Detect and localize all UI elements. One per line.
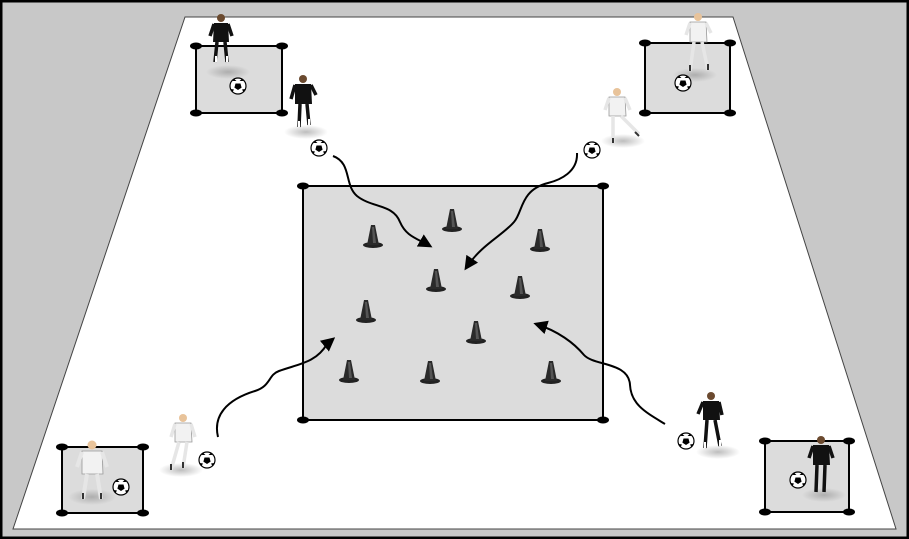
- ball: [583, 141, 601, 159]
- player-light-top-right-box: [684, 13, 713, 72]
- dribble-arrow-bottom-right: [533, 320, 666, 425]
- ball: [789, 471, 807, 489]
- ball: [677, 432, 695, 450]
- ball: [229, 77, 247, 95]
- player-dark-top-left-dribbling: [289, 75, 318, 128]
- bottom-right-box: [759, 437, 855, 516]
- player-dark-top-left-box: [208, 14, 234, 63]
- player-dark-bottom-right-dribbling: [696, 392, 724, 449]
- player-light-bottom-left-box: [75, 440, 109, 500]
- dribble-arrow-top-left: [332, 155, 433, 248]
- player-dark-bottom-right-box: [807, 436, 835, 493]
- player-light-bottom-left-dribbling: [169, 414, 197, 471]
- ball: [198, 451, 216, 469]
- dribble-arrow-bottom-left: [215, 337, 336, 438]
- ball: [310, 139, 328, 157]
- player-light-top-right-dribbling: [603, 88, 641, 143]
- ball: [674, 74, 692, 92]
- ball: [112, 478, 130, 496]
- dribble-arrow-top-right: [464, 152, 579, 271]
